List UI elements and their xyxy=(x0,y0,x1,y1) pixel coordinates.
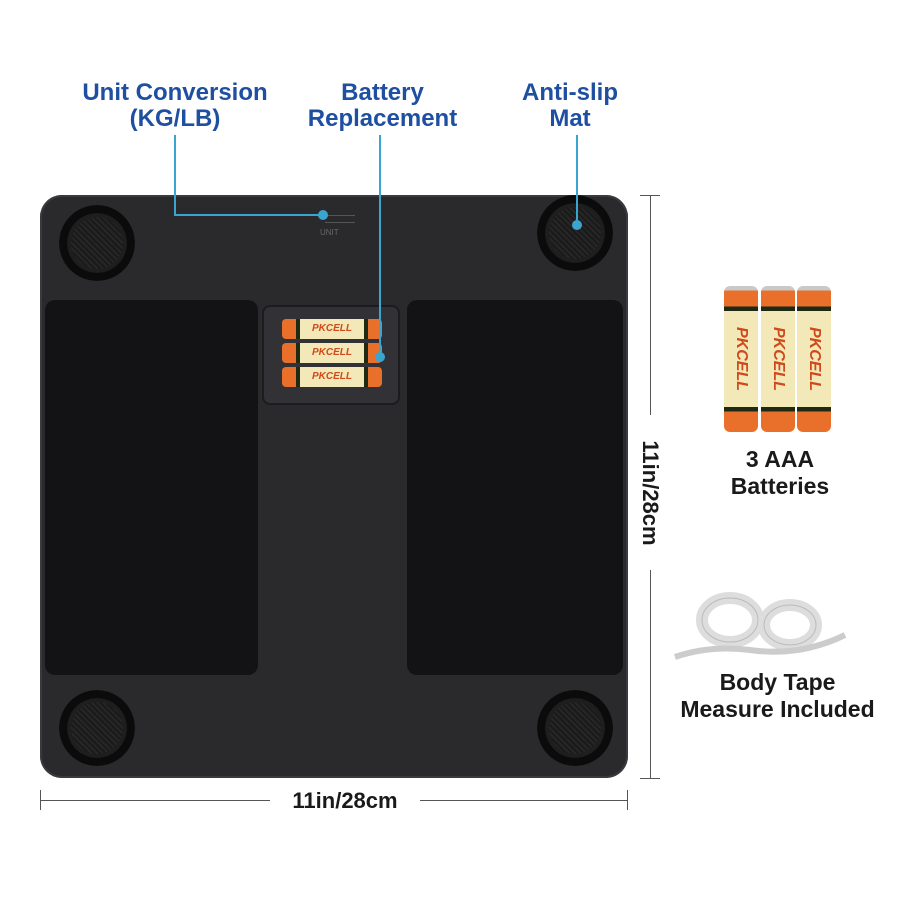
batteries-label: 3 AAA Batteries xyxy=(730,446,830,499)
dimension-line xyxy=(40,800,270,801)
aaa-battery: PKCELL xyxy=(282,367,382,387)
callout-line xyxy=(174,135,176,216)
right-pad xyxy=(407,300,623,675)
callout-line xyxy=(174,214,324,216)
unit-switch[interactable] xyxy=(325,215,355,223)
battery-brand: PKCELL xyxy=(733,327,750,391)
tape-label: Body Tape Measure Included xyxy=(680,669,875,722)
width-dimension: 11in/28cm xyxy=(292,788,398,813)
callout-battery-replacement: Battery Replacement xyxy=(307,79,458,132)
left-pad xyxy=(45,300,258,675)
callout-anti-slip: Anti-slip Mat xyxy=(522,79,618,132)
anti-slip-foot xyxy=(59,690,135,766)
aaa-battery: PKCELL xyxy=(282,343,382,363)
callout-line xyxy=(379,135,381,357)
dimension-tick xyxy=(40,790,41,810)
callout-line xyxy=(576,135,578,225)
callout-unit-conversion: Unit Conversion (KG/LB) xyxy=(82,79,268,132)
aaa-battery: PKCELL xyxy=(761,286,795,432)
anti-slip-foot xyxy=(537,195,613,271)
anti-slip-foot xyxy=(537,690,613,766)
dimension-line xyxy=(420,800,628,801)
aaa-battery: PKCELL xyxy=(797,286,831,432)
callout-dot xyxy=(572,220,582,230)
callout-dot xyxy=(375,352,385,362)
callout-dot xyxy=(318,210,328,220)
unit-label: UNIT xyxy=(320,228,339,237)
scale-bottom: UNIT PKCELL PKCELL PKCELL xyxy=(40,195,628,778)
dimension-line xyxy=(650,195,651,415)
dimension-tick xyxy=(640,195,660,196)
height-dimension: 11in/28cm xyxy=(638,440,663,546)
dimension-tick xyxy=(627,790,628,810)
tape-measure-icon xyxy=(674,592,847,660)
dimension-line xyxy=(650,570,651,778)
aaa-battery: PKCELL xyxy=(282,319,382,339)
anti-slip-foot xyxy=(59,205,135,281)
battery-brand: PKCELL xyxy=(806,327,823,391)
battery-brand: PKCELL xyxy=(770,327,787,391)
aaa-battery: PKCELL xyxy=(724,286,758,432)
dimension-tick xyxy=(640,778,660,779)
